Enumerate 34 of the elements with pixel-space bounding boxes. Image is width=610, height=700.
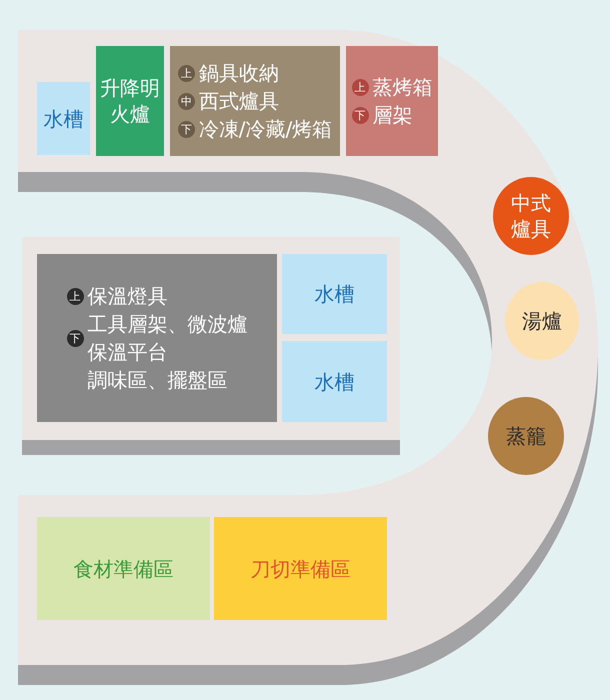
area-label: 鍋具收納 [198, 60, 280, 86]
area-label: 刀切準備區 [250, 556, 350, 582]
oven-area [346, 46, 438, 156]
stove-area [96, 46, 164, 156]
level-marker: 中 [178, 92, 195, 110]
area-label: 湯爐 [522, 308, 562, 334]
sink-area [37, 82, 90, 155]
area-label: 調味區、擺盤區 [88, 367, 228, 393]
area-label: 升降明火爐 [99, 75, 161, 127]
area-label: 西式爐具 [198, 88, 280, 114]
level-marker: 上 [178, 64, 195, 82]
sink-area [282, 254, 387, 334]
area-label: 蒸籠 [506, 423, 546, 449]
sink-area [282, 341, 387, 422]
area-label: 層架 [372, 102, 414, 128]
level-marker: 下 [66, 330, 84, 346]
area-label: 水槽 [44, 106, 84, 132]
prep-area [37, 517, 210, 620]
area-label: 水槽 [314, 368, 354, 394]
area-label: 水槽 [314, 281, 354, 307]
area-label: 冷凍/冷藏/烤箱 [198, 116, 332, 142]
prep-area [214, 517, 387, 620]
area-label: 食材準備區 [74, 556, 174, 582]
level-marker: 上 [66, 288, 84, 304]
area-label: 保溫平台 [88, 339, 168, 365]
level-marker: 上 [352, 78, 368, 96]
area-label: 工具層架、微波爐 [88, 311, 248, 337]
area-label: 蒸烤箱 [372, 74, 432, 100]
level-marker: 下 [352, 106, 368, 124]
area-label: 保溫燈具 [88, 283, 168, 309]
prep-counter [37, 254, 277, 422]
level-marker: 下 [178, 120, 195, 138]
cabinet-area [170, 46, 340, 156]
area-label: 中式爐具 [510, 190, 552, 242]
